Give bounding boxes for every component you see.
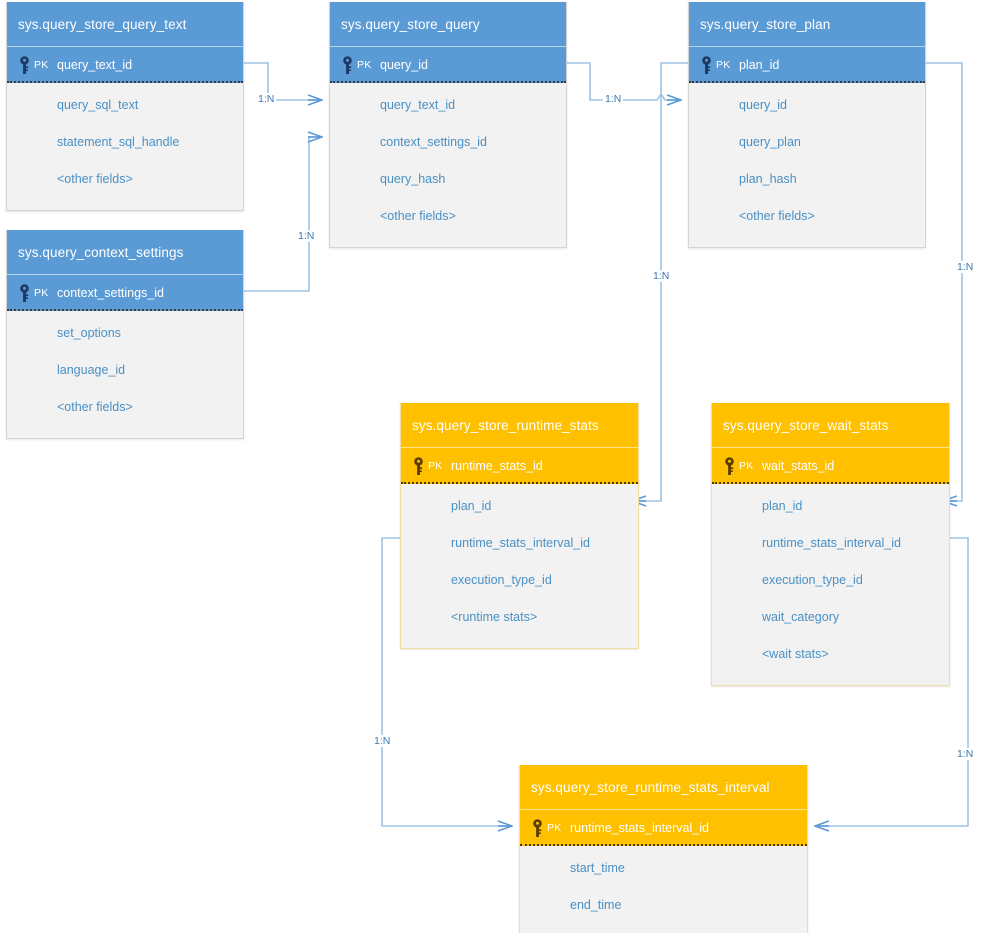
pk-label: PK <box>428 460 443 472</box>
field-row: execution_type_id <box>451 573 552 587</box>
field-row: <wait stats> <box>762 647 829 661</box>
field-row: query_hash <box>380 172 446 186</box>
key-icon <box>414 457 423 475</box>
field-row: <other fields> <box>57 400 133 414</box>
pk-field-name: context_settings_id <box>57 286 165 300</box>
pk-field-name: runtime_stats_interval_id <box>570 821 709 835</box>
field-row: end_time <box>570 898 622 912</box>
primary-key-row: PK wait_stats_id <box>712 448 949 484</box>
primary-key-row: PK query_id <box>330 47 566 83</box>
pk-field-name: runtime_stats_id <box>451 459 543 473</box>
pk-label: PK <box>547 822 562 834</box>
field-row: runtime_stats_interval_id <box>762 536 901 550</box>
entity-query-store-wait-stats[interactable]: sys.query_store_wait_stats PK wait_stats… <box>711 403 950 686</box>
key-icon <box>702 56 711 74</box>
key-icon <box>725 457 734 475</box>
field-row: <other fields> <box>739 209 815 223</box>
pk-field-name: wait_stats_id <box>762 459 835 473</box>
field-row: set_options <box>57 326 121 340</box>
field-row: query_id <box>739 98 787 112</box>
field-row: plan_id <box>451 499 492 513</box>
entity-title: sys.query_store_wait_stats <box>712 403 949 448</box>
field-row: execution_type_id <box>762 573 863 587</box>
primary-key-row: PK query_text_id <box>7 47 243 83</box>
cardinality-label-interval-to-wait-stats: 1:N <box>955 748 976 760</box>
key-icon <box>533 819 542 837</box>
field-row: language_id <box>57 363 126 377</box>
field-row: statement_sql_handle <box>57 135 180 149</box>
pk-field-name: plan_id <box>739 58 780 72</box>
cardinality-label-context-settings-to-query: 1:N <box>296 230 317 242</box>
cardinality-label-plan-to-wait-stats: 1:N <box>955 261 976 273</box>
entity-query-context-settings[interactable]: sys.query_context_settings PK context_se… <box>6 230 244 439</box>
entity-title: sys.query_store_runtime_stats <box>401 403 638 448</box>
entity-query-store-query-text[interactable]: sys.query_store_query_text PK query_text… <box>6 2 244 211</box>
cardinality-label-query-text-to-query: 1:N <box>256 93 277 105</box>
pk-label: PK <box>357 59 372 71</box>
field-list: start_time end_time <box>520 846 807 933</box>
field-row: query_plan <box>739 135 801 149</box>
field-list: query_id query_plan plan_hash <other fie… <box>689 83 925 247</box>
entity-title: sys.query_context_settings <box>7 230 243 275</box>
pk-field-name: query_id <box>380 58 428 72</box>
key-icon <box>20 284 29 302</box>
field-row: runtime_stats_interval_id <box>451 536 590 550</box>
field-list: plan_id runtime_stats_interval_id execut… <box>712 484 949 685</box>
entity-title: sys.query_store_query_text <box>7 2 243 47</box>
connector-context-settings-to-query <box>244 137 322 292</box>
cardinality-label-interval-to-runtime-stats: 1:N <box>372 735 393 747</box>
primary-key-row: PK plan_id <box>689 47 925 83</box>
entity-title: sys.query_store_plan <box>689 2 925 47</box>
field-row: <runtime stats> <box>451 610 538 624</box>
connector-plan-to-runtime-stats <box>632 62 688 501</box>
entity-query-store-plan[interactable]: sys.query_store_plan PK plan_id query_id… <box>688 2 926 248</box>
field-row: query_sql_text <box>57 98 139 112</box>
pk-label: PK <box>716 59 731 71</box>
pk-label: PK <box>34 287 49 299</box>
pk-label: PK <box>739 460 754 472</box>
field-row: <other fields> <box>57 172 133 186</box>
key-icon <box>343 56 352 74</box>
key-icon <box>20 56 29 74</box>
primary-key-row: PK runtime_stats_id <box>401 448 638 484</box>
connector-query-to-plan <box>567 62 681 100</box>
field-row: context_settings_id <box>380 135 488 149</box>
field-row: start_time <box>570 861 625 875</box>
primary-key-row: PK context_settings_id <box>7 275 243 311</box>
entity-query-store-runtime-stats-interval[interactable]: sys.query_store_runtime_stats_interval P… <box>519 765 808 933</box>
field-row: query_text_id <box>380 98 456 112</box>
pk-field-name: query_text_id <box>57 58 133 72</box>
field-list: query_text_id context_settings_id query_… <box>330 83 566 247</box>
cardinality-label-query-to-plan: 1:N <box>603 93 624 105</box>
pk-label: PK <box>34 59 49 71</box>
field-list: set_options language_id <other fields> <box>7 311 243 438</box>
entity-query-store-query[interactable]: sys.query_store_query PK query_id query_… <box>329 2 567 248</box>
entity-title: sys.query_store_query <box>330 2 566 47</box>
field-row: <other fields> <box>380 209 456 223</box>
cardinality-label-plan-to-runtime-stats: 1:N <box>651 270 672 282</box>
primary-key-row: PK runtime_stats_interval_id <box>520 810 807 846</box>
field-list: query_sql_text statement_sql_handle <oth… <box>7 83 243 210</box>
field-row: plan_hash <box>739 172 797 186</box>
entity-query-store-runtime-stats[interactable]: sys.query_store_runtime_stats PK runtime… <box>400 403 639 649</box>
entity-title: sys.query_store_runtime_stats_interval <box>520 765 807 810</box>
field-row: plan_id <box>762 499 803 513</box>
field-list: plan_id runtime_stats_interval_id execut… <box>401 484 638 648</box>
field-row: wait_category <box>762 610 840 624</box>
